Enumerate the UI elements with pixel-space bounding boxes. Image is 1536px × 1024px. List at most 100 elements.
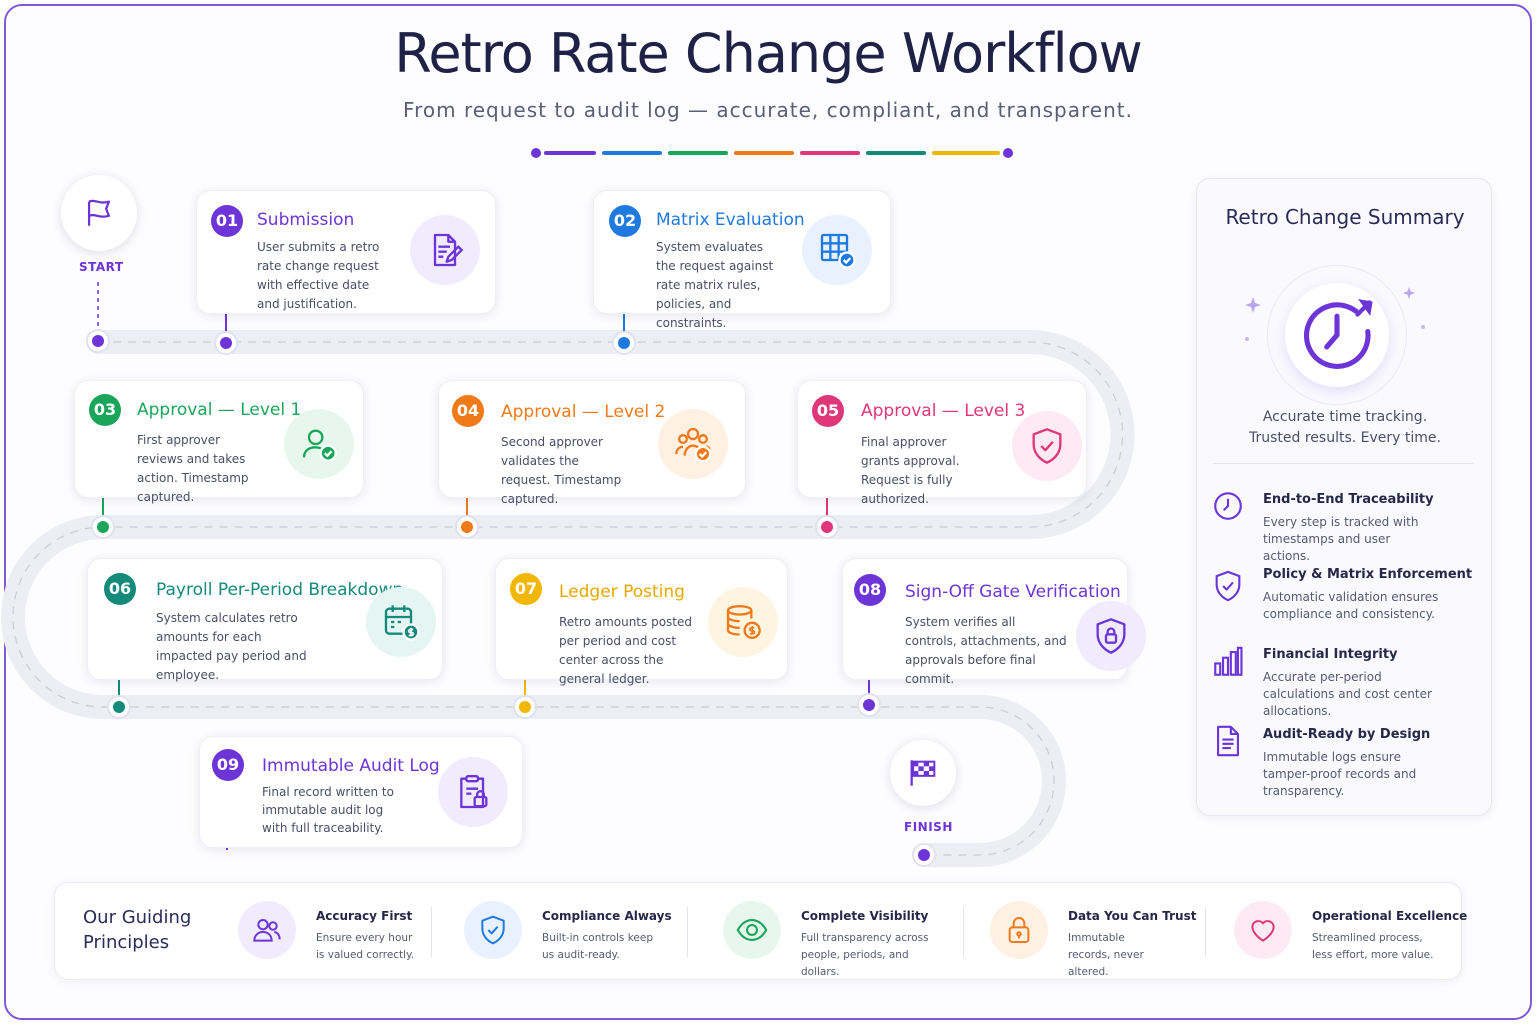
step-icon-wrap — [708, 587, 778, 657]
principle-description: Built-in controls keep us audit-ready. — [542, 932, 654, 961]
step-title: Matrix Evaluation — [656, 210, 805, 230]
step-number: 06 — [104, 573, 136, 605]
principles-heading: Our Guiding Principles — [83, 907, 192, 953]
principle-icon-wrap — [723, 901, 781, 959]
feature-description: Automatic validation ensures compliance … — [1263, 590, 1439, 621]
eye-icon — [736, 919, 768, 941]
step-card-approval-level-1[interactable]: 03 Approval — Level 1 First approver rev… — [74, 380, 364, 504]
principle-accuracy-first: Accuracy First Ensure every hour is valu… — [238, 897, 453, 967]
step-icon-wrap — [438, 757, 508, 827]
summary-divider — [1213, 463, 1473, 464]
clipboard-lock-icon — [460, 775, 488, 809]
principle-description: Immutable records, never altered. — [1068, 932, 1144, 978]
shield-check-icon — [1215, 570, 1241, 602]
step-title: Ledger Posting — [559, 582, 685, 602]
step-title: Approval — Level 1 — [137, 400, 302, 420]
step-description: Final record written to immutable audit … — [262, 785, 394, 835]
lock-icon — [1008, 917, 1030, 943]
step-card-audit-log[interactable]: 09 Immutable Audit Log Final record writ… — [199, 736, 523, 848]
finish-label: FINISH — [904, 820, 953, 834]
clock-arrow-icon — [1303, 299, 1373, 369]
step-card-approval-level-3[interactable]: 05 Approval — Level 3 Final approver gra… — [797, 380, 1087, 506]
step-card-sign-off-gate[interactable]: 08 Sign-Off Gate Verification System ver… — [842, 558, 1146, 686]
step-number: 04 — [452, 395, 484, 427]
document-icon — [1217, 725, 1239, 757]
step-number: 05 — [812, 395, 844, 427]
clock-icon — [1214, 492, 1242, 520]
principle-title: Compliance Always — [542, 909, 672, 923]
feature-title: Policy & Matrix Enforcement — [1263, 567, 1473, 582]
summary-clock — [1285, 283, 1389, 387]
feature-title: Audit-Ready by Design — [1263, 727, 1431, 742]
step-title: Approval — Level 3 — [861, 401, 1026, 421]
principle-description: Full transparency across people, periods… — [801, 932, 929, 978]
step-title: Submission — [257, 210, 355, 230]
coins-icon — [726, 605, 761, 639]
flag-icon — [87, 199, 111, 226]
step-description: User submits a retro rate change request… — [257, 240, 380, 311]
step-number: 07 — [510, 573, 542, 605]
step-icon-wrap — [658, 409, 728, 479]
step-title: Approval — Level 2 — [501, 402, 666, 422]
step-icon-wrap — [1076, 601, 1146, 671]
calendar-dollar-icon — [384, 605, 420, 641]
summary-tagline-1: Accurate time tracking. — [1262, 409, 1428, 425]
subtitle-divider — [531, 148, 1013, 158]
step-number: 02 — [609, 205, 641, 237]
feature-description: Accurate per-period calculations and cos… — [1263, 670, 1432, 718]
step-card-approval-level-2[interactable]: 04 Approval — Level 2 Second approver va… — [438, 380, 746, 506]
principle-data-you-can-trust: Data You Can Trust Immutable records, ne… — [990, 897, 1220, 978]
principle-title: Data You Can Trust — [1068, 909, 1197, 923]
step-icon-wrap — [1012, 411, 1082, 481]
page-title: Retro Rate Change Workflow — [394, 22, 1143, 85]
principle-compliance-always: Compliance Always Built-in controls keep… — [464, 897, 694, 967]
shield-check-icon — [481, 915, 505, 945]
step-description: System verifies all controls, attachment… — [905, 615, 1067, 686]
separator — [431, 907, 432, 957]
step-card-payroll-breakdown[interactable]: 06 Payroll Per-Period Breakdown System c… — [87, 558, 443, 682]
summary-ring — [1267, 265, 1407, 405]
summary-panel: Retro Change Summary Accurate time track… — [1196, 178, 1492, 816]
principle-complete-visibility: Complete Visibility Full transparency ac… — [723, 897, 973, 978]
principle-title: Accuracy First — [316, 909, 413, 923]
summary-tagline-2: Trusted results. Every time. — [1249, 430, 1441, 446]
users-icon — [253, 919, 281, 942]
principle-icon-wrap — [990, 901, 1048, 959]
user-check-icon — [302, 429, 337, 462]
principle-description: Ensure every hour is valued correctly. — [316, 932, 415, 961]
step-description: Second approver validates the request. T… — [501, 435, 622, 506]
step-card-ledger-posting[interactable]: 07 Ledger Posting Retro amounts posted p… — [495, 558, 788, 686]
step-number: 03 — [89, 394, 121, 426]
finish-flag — [890, 740, 956, 806]
heart-icon — [1251, 920, 1275, 942]
separator — [687, 907, 688, 957]
principle-icon-wrap — [1234, 901, 1292, 959]
document-edit-icon — [433, 233, 463, 267]
principle-title: Complete Visibility — [801, 909, 929, 923]
step-icon-wrap — [410, 215, 480, 285]
step-card-matrix-evaluation[interactable]: 02 Matrix Evaluation System evaluates th… — [593, 190, 891, 330]
summary-title: Retro Change Summary — [1225, 205, 1465, 229]
step-number: 09 — [212, 749, 244, 781]
step-icon-wrap — [802, 215, 872, 285]
step-description: First approver reviews and takes action.… — [137, 433, 249, 504]
step-card-submission[interactable]: 01 Submission User submits a retro rate … — [196, 190, 496, 314]
shield-lock-icon — [1096, 618, 1126, 654]
feature-description: Immutable logs ensure tamper-proof recor… — [1263, 750, 1417, 798]
start-label: START — [79, 260, 124, 274]
step-icon-wrap — [284, 409, 354, 479]
page-subtitle: From request to audit log — accurate, co… — [403, 98, 1133, 122]
step-description: System evaluates the request against rat… — [656, 240, 774, 330]
feature-description: Every step is tracked with timestamps an… — [1263, 515, 1419, 563]
feature-title: Financial Integrity — [1263, 647, 1398, 662]
step-number: 01 — [211, 205, 243, 237]
step-title: Payroll Per-Period Breakdown — [156, 580, 404, 600]
principle-icon-wrap — [464, 901, 522, 959]
principle-title: Operational Excellence — [1312, 909, 1468, 923]
feature-title: End-to-End Traceability — [1263, 492, 1434, 507]
separator — [1205, 907, 1206, 957]
principle-operational-excellence: Operational Excellence Streamlined proce… — [1234, 897, 1467, 967]
step-title: Sign-Off Gate Verification — [905, 582, 1121, 602]
step-description: System calculates retro amounts for each… — [156, 611, 307, 682]
